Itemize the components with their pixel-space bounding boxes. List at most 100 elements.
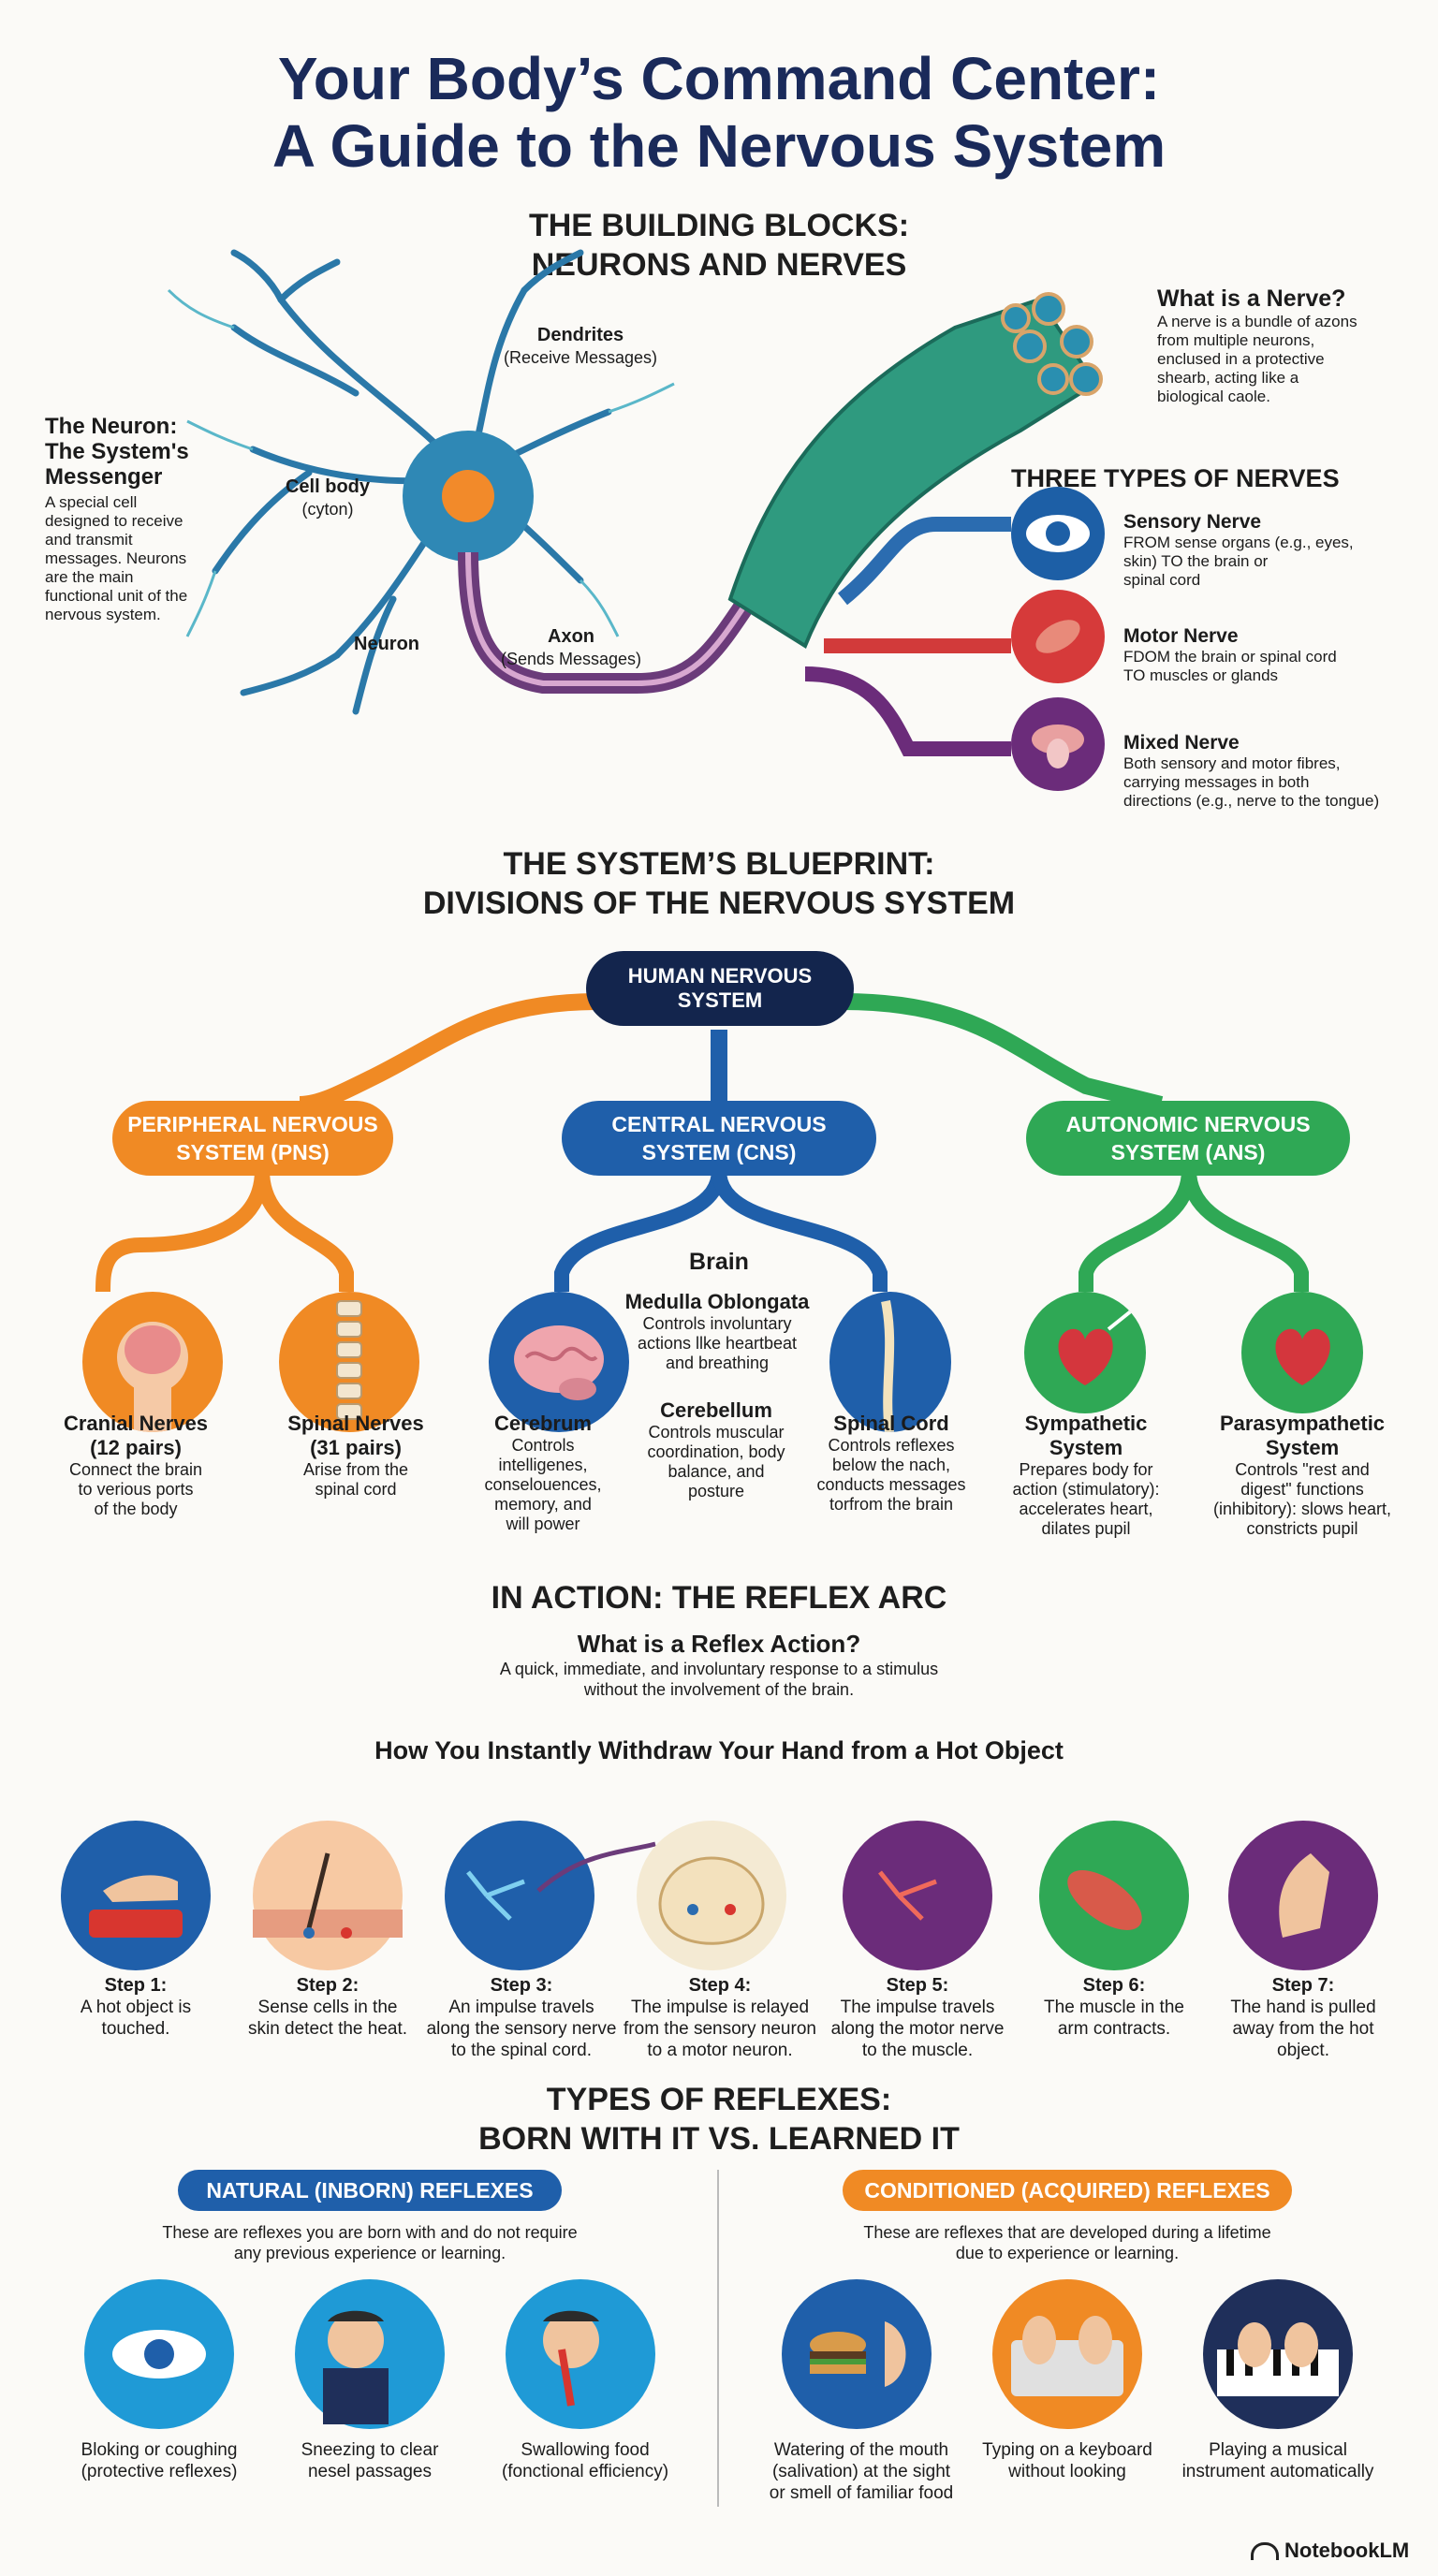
swallowing-person-icon [506, 2279, 655, 2429]
step-6-line: arm contracts. [1057, 2019, 1171, 2039]
parasympathetic-text: Parasympathetic System Controls "rest an… [1195, 1412, 1410, 1539]
spinal-nerves-name: Spinal Nerves [287, 1412, 424, 1435]
cerebrum-desc-line: memory, and [494, 1495, 592, 1514]
sympathetic-desc-line: accelerates heart, [1019, 1500, 1153, 1518]
step-5-icon [843, 1821, 992, 1970]
step-4-line: The impulse is relayed [630, 1998, 810, 2017]
page-title: Your Body’s Command Center: A Guide to t… [0, 45, 1438, 180]
reflex-desc-line: without the involvement of the brain. [583, 1680, 855, 1699]
conditioned-item-3: Playing a musical instrument automatical… [1170, 2439, 1386, 2482]
conditioned-item-1-line: or smell of familiar food [769, 2483, 954, 2503]
motor-desc-line: FDOM the brain or spinal cord [1123, 648, 1337, 666]
parasympathetic-name-2: System [1265, 1436, 1340, 1459]
sensory-desc-line: spinal cord [1123, 571, 1201, 589]
sympathetic-desc-line: action (stimulatory): [1012, 1480, 1160, 1499]
spinal-cord-text: Spinal Cord Controls reflexes below the … [798, 1412, 985, 1515]
cellbody-name: Cell body [285, 476, 370, 497]
burger-icon [782, 2279, 932, 2429]
neuron-heading-2: The System's [45, 439, 189, 464]
cerebrum-desc-line: Controls [511, 1436, 575, 1455]
step-4-icon [637, 1821, 786, 1970]
natural-item-3: Swallowing food (fonctional efficiency) [477, 2439, 693, 2482]
medulla-desc-line: and breathing [665, 1354, 770, 1372]
building-title-1: THE BUILDING BLOCKS: [528, 208, 910, 243]
natural-desc-line: any previous experience or learning. [233, 2244, 506, 2262]
cell-body-label: Cell body (cyton) [271, 476, 384, 520]
neuron-desc-line: nervous system. [45, 606, 161, 623]
step-3-line: along the sensory nerve [426, 2019, 617, 2039]
neuron-desc-line: and transmit [45, 531, 133, 549]
neuron-heading-3: Messenger [45, 464, 163, 490]
step-5-line: The impulse travels [840, 1998, 995, 2017]
nerve-desc-line: biological caole. [1157, 388, 1270, 405]
conditioned-item-3-line: instrument automatically [1181, 2462, 1374, 2481]
step-7-title: Step 7: [1271, 1975, 1335, 1996]
ans-line-2: SYSTEM (ANS) [1110, 1140, 1266, 1164]
natural-item-1: Bloking or coughing (protective reflexes… [56, 2439, 262, 2482]
conditioned-item-2: Typing on a keyboard without looking [974, 2439, 1161, 2482]
dendrites-label: Dendrites (Receive Messages) [487, 324, 674, 369]
mixed-desc-line: directions (e.g., nerve to the tongue) [1123, 792, 1380, 810]
natural-item-3-line: (fonctional efficiency) [501, 2462, 669, 2481]
sympathetic-desc-line: dilates pupil [1041, 1519, 1131, 1538]
step-4-text: Step 4: The impulse is relayed from the … [622, 1975, 818, 2061]
reflex-types-title-1: TYPES OF REFLEXES: [546, 2082, 892, 2117]
step-3-line: to the spinal cord. [451, 2041, 592, 2060]
cerebrum-name: Cerebrum [494, 1412, 592, 1435]
natural-item-2-line: nesel passages [307, 2462, 433, 2481]
neuron-desc-line: are the main [45, 568, 134, 586]
sensory-nerve-text: Sensory Nerve FROM sense organs (e.g., e… [1123, 511, 1432, 590]
natural-desc: These are reflexes you are born with and… [56, 2222, 683, 2263]
mixed-nerve-text: Mixed Nerve Both sensory and motor fibre… [1123, 732, 1438, 811]
cns-line-2: SYSTEM (CNS) [641, 1140, 797, 1164]
step-4-line: from the sensory neuron [624, 2019, 816, 2039]
heart-sympathetic-icon [1024, 1292, 1146, 1413]
step-5-title: Step 5: [886, 1975, 949, 1996]
conditioned-item-2-line: without looking [1008, 2462, 1126, 2481]
step-5-line: to the muscle. [861, 2041, 974, 2060]
natural-reflexes-pill: NATURAL (INBORN) REFLEXES [178, 2170, 562, 2211]
spinal-cord-desc-line: Controls reflexes [828, 1436, 955, 1455]
reflex-arc-title: IN ACTION: THE REFLEX ARC [491, 1580, 947, 1616]
cerebellum-name: Cerebellum [660, 1398, 772, 1422]
pns-line-2: SYSTEM (PNS) [176, 1140, 330, 1164]
cerebellum-text: Cerebellum Controls muscular coordinatio… [618, 1398, 814, 1501]
neuron-heading-1: The Neuron: [45, 414, 178, 439]
nerve-desc-line: from multiple neurons, [1157, 331, 1315, 349]
typing-keyboard-icon [992, 2279, 1142, 2429]
nerve-types-heading: THREE TYPES OF NERVES [1011, 464, 1340, 492]
conditioned-item-1-line: Watering of the mouth [773, 2440, 949, 2460]
spine-icon [279, 1292, 419, 1432]
motor-nerve-text: Motor Nerve FDOM the brain or spinal cor… [1123, 625, 1432, 685]
step-7-line: The hand is pulled [1230, 1998, 1376, 2017]
natural-item-1-line: Bloking or coughing [81, 2440, 238, 2460]
dendrites-sub: (Receive Messages) [503, 348, 658, 367]
neuron-description-block: The Neuron: The System's Messenger A spe… [45, 414, 232, 624]
reflex-steps-icons [61, 1821, 1378, 1970]
step-6-line: The muscle in the [1044, 1998, 1184, 2017]
dendrites-name: Dendrites [536, 325, 624, 345]
conditioned-item-1: Watering of the mouth (salivation) at th… [749, 2439, 974, 2504]
spinal-cord-name: Spinal Cord [833, 1412, 949, 1435]
cerebellum-desc-line: posture [687, 1482, 745, 1500]
sympathetic-name: Sympathetic [1024, 1412, 1148, 1435]
sympathetic-desc-line: Prepares body for [1019, 1460, 1153, 1479]
nerve-desc-line: A nerve is a bundle of azons [1157, 313, 1357, 330]
reflex-question: What is a Reflex Action? [577, 1630, 861, 1658]
title-line-1: Your Body’s Command Center: [277, 45, 1161, 112]
cerebrum-desc-line: intelligenes, [498, 1456, 588, 1474]
sneezing-person-icon [295, 2279, 445, 2429]
step-1-text: Step 1: A hot object is touched. [42, 1975, 229, 2040]
heart-parasympathetic-icon [1241, 1292, 1363, 1413]
neuron-desc-line: designed to receive [45, 512, 183, 530]
nerve-fibers [1001, 292, 1103, 396]
step-1-title: Step 1: [104, 1975, 168, 1996]
brain-icon [489, 1292, 629, 1432]
step-2-text: Step 2: Sense cells in the skin detect t… [234, 1975, 421, 2040]
neuron-illustration [167, 249, 1105, 791]
natural-desc-line: These are reflexes you are born with and… [162, 2223, 578, 2242]
cerebellum-desc-line: coordination, body [647, 1442, 785, 1461]
reflex-types-title: TYPES OF REFLEXES: BORN WITH IT VS. LEAR… [0, 2080, 1438, 2159]
step-7-line: object. [1277, 2041, 1329, 2060]
